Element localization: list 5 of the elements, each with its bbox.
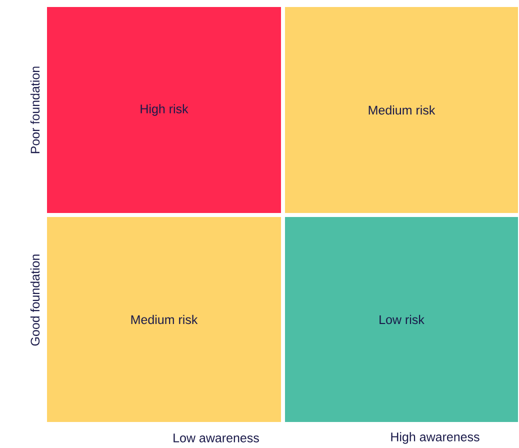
quadrant-box: Medium risk xyxy=(285,7,518,213)
axis-label: Low awareness xyxy=(174,434,259,442)
quadrant-box: Low risk xyxy=(285,217,518,422)
quadrant-box: High risk xyxy=(47,7,281,213)
quadrant-box: Medium risk xyxy=(47,217,281,422)
